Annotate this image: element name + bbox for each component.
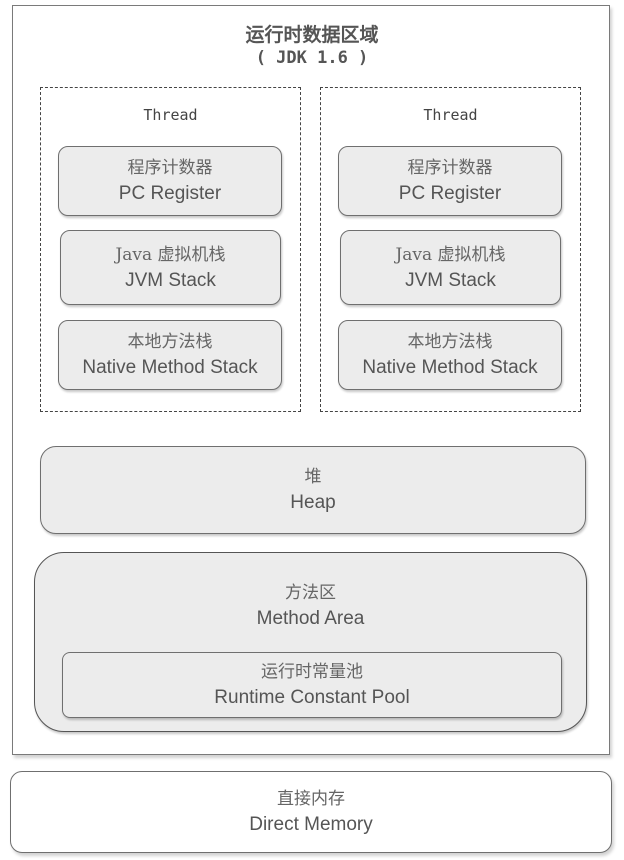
jvm-stack-cn: Java 虚拟机栈 bbox=[115, 244, 226, 265]
runtime-constant-pool-box: 运行时常量池 Runtime Constant Pool bbox=[62, 652, 562, 718]
native-method-stack-box: 本地方法栈 Native Method Stack bbox=[338, 320, 562, 390]
jvm-stack-en: JVM Stack bbox=[405, 269, 496, 291]
direct-memory-box: 直接内存 Direct Memory bbox=[10, 771, 612, 853]
native-method-stack-box: 本地方法栈 Native Method Stack bbox=[58, 320, 282, 390]
pc-register-box: 程序计数器 PC Register bbox=[58, 146, 282, 216]
method-area-en: Method Area bbox=[256, 608, 365, 629]
heap-box: 堆 Heap bbox=[40, 446, 586, 534]
constant-pool-cn: 运行时常量池 bbox=[261, 662, 363, 682]
direct-memory-cn: 直接内存 bbox=[277, 789, 345, 809]
native-stack-cn: 本地方法栈 bbox=[407, 332, 493, 352]
pc-register-en: PC Register bbox=[118, 183, 222, 204]
heap-en: Heap bbox=[290, 492, 336, 513]
constant-pool-en: Runtime Constant Pool bbox=[214, 687, 410, 708]
native-stack-en: Native Method Stack bbox=[82, 357, 258, 378]
jvm-stack-box: Java 虚拟机栈 JVM Stack bbox=[60, 230, 281, 305]
heap-cn: 堆 bbox=[304, 467, 322, 487]
pc-register-cn: 程序计数器 bbox=[127, 158, 213, 178]
native-stack-cn: 本地方法栈 bbox=[127, 332, 213, 352]
runtime-area-title: 运行时数据区域 bbox=[245, 24, 379, 46]
native-stack-en: Native Method Stack bbox=[362, 357, 538, 378]
jvm-stack-en: JVM Stack bbox=[125, 269, 216, 291]
runtime-area-subtitle: ( JDK 1.6 ) bbox=[255, 48, 369, 68]
direct-memory-en: Direct Memory bbox=[249, 814, 373, 835]
thread-label: Thread bbox=[143, 106, 198, 124]
jvm-stack-cn: Java 虚拟机栈 bbox=[395, 244, 506, 265]
method-area-label-group: 方法区 Method Area bbox=[34, 580, 587, 632]
pc-register-en: PC Register bbox=[398, 183, 502, 204]
pc-register-box: 程序计数器 PC Register bbox=[338, 146, 562, 216]
thread-label: Thread bbox=[423, 106, 478, 124]
method-area-cn: 方法区 bbox=[285, 583, 336, 603]
pc-register-cn: 程序计数器 bbox=[407, 158, 493, 178]
jvm-stack-box: Java 虚拟机栈 JVM Stack bbox=[340, 230, 561, 305]
